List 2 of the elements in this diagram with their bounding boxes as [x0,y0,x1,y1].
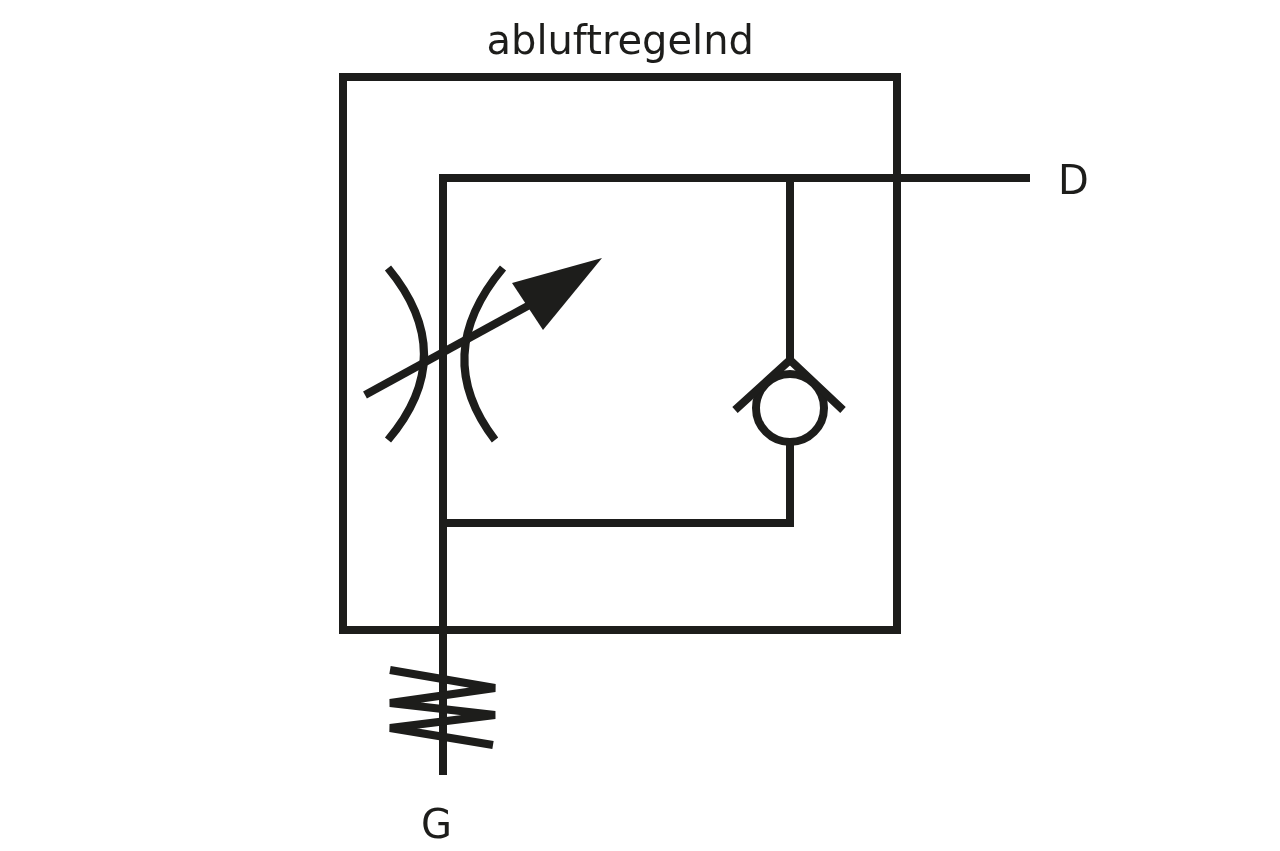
port-label: D [1058,160,1089,200]
port-label: G [421,804,452,844]
